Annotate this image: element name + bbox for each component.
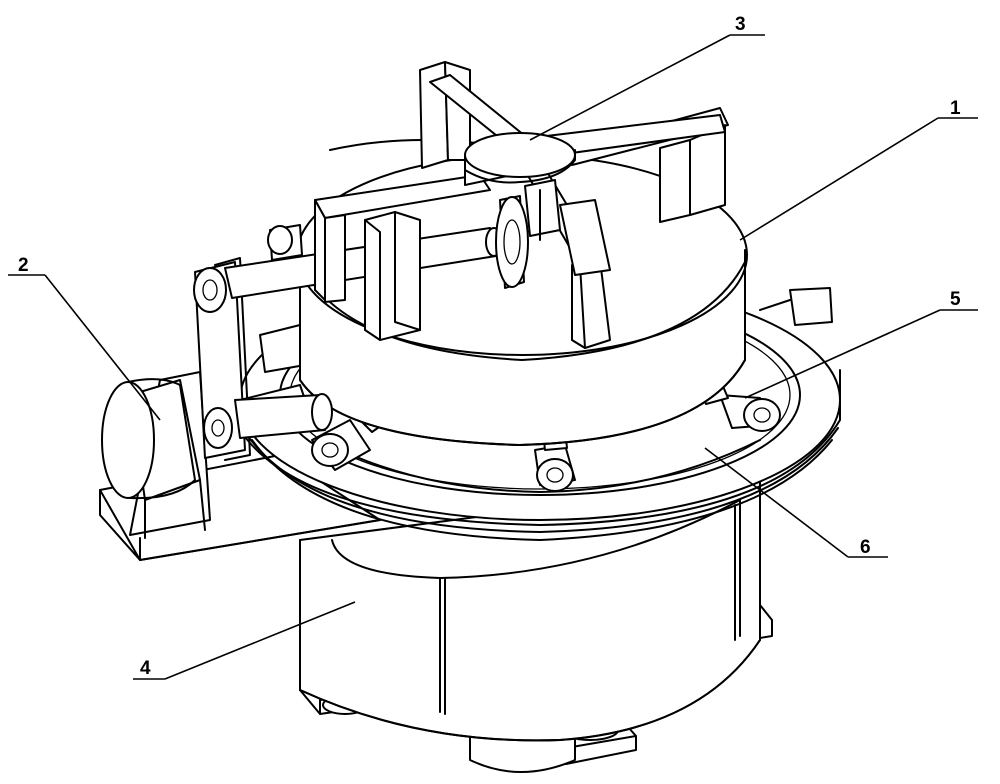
part-labels: 3 1 2 5 6 4 (18, 14, 961, 679)
label-1: 1 (950, 98, 961, 119)
label-5: 5 (950, 289, 961, 310)
drive-shaft (224, 195, 529, 341)
belt-drive (193, 257, 333, 461)
label-6: 6 (860, 537, 871, 558)
roller-back-right (759, 287, 833, 326)
label-2: 2 (18, 255, 29, 276)
lower-housing (299, 479, 761, 742)
leader-lines (8, 34, 978, 680)
label-3: 3 (735, 14, 746, 35)
motor (101, 371, 211, 539)
cross-spider (429, 74, 726, 349)
label-4: 4 (140, 658, 151, 679)
